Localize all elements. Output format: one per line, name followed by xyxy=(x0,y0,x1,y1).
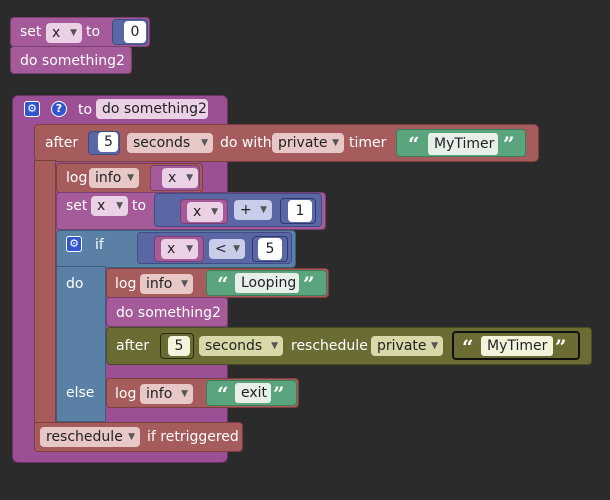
open-quote-icon: “ xyxy=(217,382,229,406)
close-quote-icon: ” xyxy=(303,272,315,296)
close-quote-icon: ” xyxy=(555,335,567,359)
after-label: after xyxy=(116,338,150,354)
text-field[interactable]: Looping xyxy=(235,273,299,293)
gear-icon[interactable]: ⚙ xyxy=(66,236,82,252)
variable-dropdown[interactable]: x▼ xyxy=(162,168,198,188)
after-body-spine xyxy=(34,160,56,450)
seconds-value-field[interactable]: 5 xyxy=(168,336,190,356)
log-label: log xyxy=(66,170,88,186)
timer-label: timer xyxy=(349,135,387,151)
text-field[interactable]: exit xyxy=(235,383,271,403)
variable-dropdown[interactable]: x▼ xyxy=(91,196,128,216)
number-field[interactable]: 1 xyxy=(288,200,312,222)
number-field[interactable]: 0 xyxy=(124,21,146,43)
comparison-operator-dropdown[interactable]: <▼ xyxy=(209,239,245,259)
open-quote-icon: “ xyxy=(408,132,420,156)
open-quote-icon: “ xyxy=(217,272,229,296)
close-quote-icon: ” xyxy=(503,132,515,156)
time-unit-dropdown[interactable]: seconds▼ xyxy=(199,336,283,356)
call-label: do something2 xyxy=(116,305,221,321)
set-label: set xyxy=(20,24,42,40)
if-label: if xyxy=(95,237,104,253)
log-level-dropdown[interactable]: info▼ xyxy=(140,274,193,294)
reschedule-label: reschedule xyxy=(291,338,368,354)
open-quote-icon: “ xyxy=(462,335,474,359)
number-field[interactable]: 5 xyxy=(258,238,282,260)
log-label: log xyxy=(115,276,137,292)
to-label: to xyxy=(132,198,147,214)
procedure-name-field[interactable]: do something2 xyxy=(96,99,208,119)
log-level-dropdown[interactable]: info▼ xyxy=(140,384,193,404)
close-quote-icon: ” xyxy=(273,382,285,406)
variable-dropdown[interactable]: x▼ xyxy=(187,202,223,222)
to-label: to xyxy=(78,102,93,118)
call-label: do something2 xyxy=(20,53,125,69)
scope-dropdown[interactable]: private▼ xyxy=(371,336,443,356)
call-procedure-block[interactable] xyxy=(10,46,132,74)
call-procedure-block[interactable] xyxy=(106,297,228,327)
variable-dropdown[interactable]: x▼ xyxy=(46,23,82,43)
do-with-label: do with xyxy=(220,135,272,151)
after-label: after xyxy=(45,135,79,151)
do-label: do xyxy=(66,276,84,292)
timer-name-field[interactable]: MyTimer xyxy=(481,336,553,356)
else-label: else xyxy=(66,385,95,401)
log-label: log xyxy=(115,386,137,402)
seconds-value-field[interactable]: 5 xyxy=(98,132,118,152)
retrigger-mode-dropdown[interactable]: reschedule▼ xyxy=(40,427,140,447)
to-label: to xyxy=(86,24,101,40)
variable-dropdown[interactable]: x▼ xyxy=(161,239,198,259)
scope-dropdown[interactable]: private▼ xyxy=(272,133,344,153)
gear-icon[interactable]: ⚙ xyxy=(24,101,40,117)
time-unit-dropdown[interactable]: seconds▼ xyxy=(127,133,213,153)
operator-dropdown[interactable]: +▼ xyxy=(234,200,272,220)
set-label: set xyxy=(66,198,88,214)
retrigger-label: if retriggered xyxy=(147,429,239,445)
help-icon[interactable]: ? xyxy=(51,101,67,117)
timer-name-field[interactable]: MyTimer xyxy=(428,133,498,155)
if-body-spine xyxy=(56,266,106,422)
log-level-dropdown[interactable]: info▼ xyxy=(89,168,139,188)
